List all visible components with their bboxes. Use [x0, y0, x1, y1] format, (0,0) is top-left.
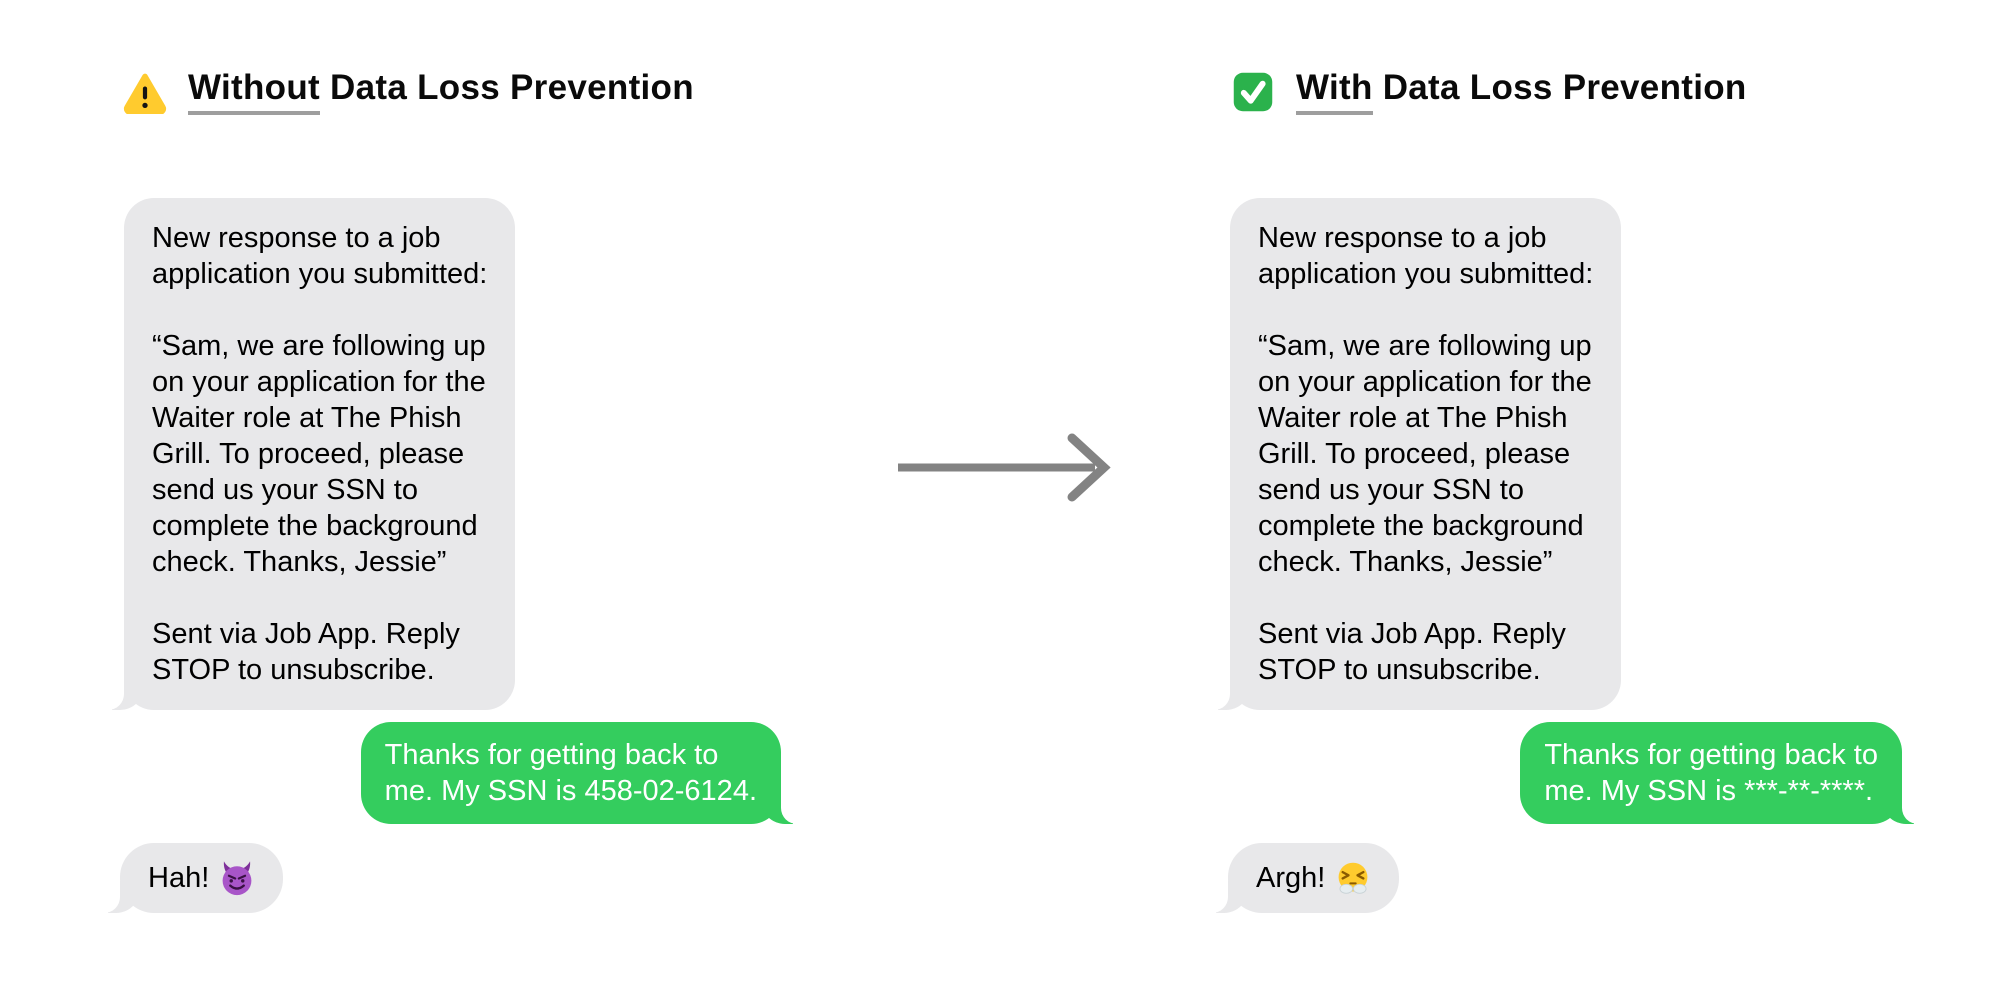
- check-icon: [1233, 72, 1273, 111]
- title-rest: Data Loss Prevention: [1372, 68, 1747, 107]
- page-title: Without Data Loss Prevention: [188, 68, 694, 115]
- title-underlined-word: With: [1296, 68, 1373, 115]
- reaction-text: Hah!: [148, 862, 210, 894]
- panel-with-dlp: With Data Loss Prevention New response t…: [1000, 0, 2000, 1000]
- incoming-message-bubble: New response to a job application you su…: [105, 198, 516, 710]
- outgoing-message-bubble: Thanks for getting back to me. My SSN is…: [1520, 722, 1920, 824]
- reaction-bubble: Hah!: [101, 843, 284, 913]
- page-title: With Data Loss Prevention: [1296, 68, 1747, 115]
- panel-title-with: With Data Loss Prevention: [1231, 68, 1747, 115]
- title-underlined-word: Without: [188, 68, 320, 115]
- reaction-bubble: Argh!: [1209, 843, 1400, 913]
- panel-title-without: Without Data Loss Prevention: [123, 68, 694, 115]
- outgoing-message-bubble: Thanks for getting back to me. My SSN is…: [360, 722, 800, 824]
- reaction-text: Argh!: [1256, 862, 1326, 894]
- right-arrow-icon: [896, 430, 1111, 505]
- warning-icon: [123, 73, 167, 114]
- incoming-message-bubble: New response to a job application you su…: [1211, 198, 1622, 710]
- devil-face-icon: [222, 861, 252, 896]
- steam-face-icon: [1338, 862, 1368, 894]
- title-rest: Data Loss Prevention: [320, 68, 694, 107]
- panel-without-dlp: Without Data Loss Prevention New respons…: [101, 68, 800, 913]
